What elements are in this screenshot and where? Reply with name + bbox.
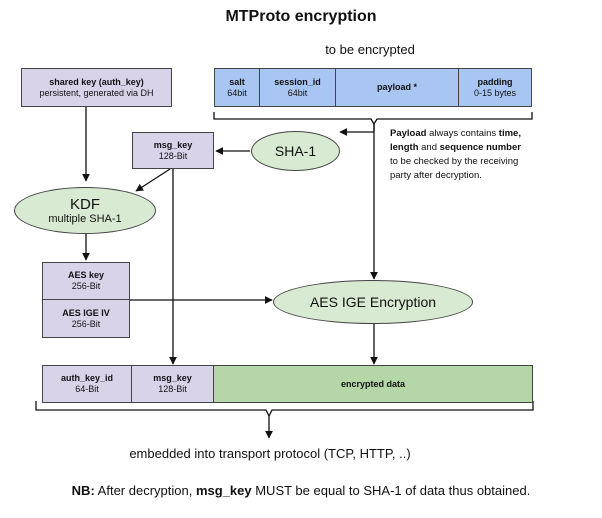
to-be-encrypted-label: to be encrypted xyxy=(325,42,415,57)
shared-key-box: shared key (auth_key) persistent, genera… xyxy=(21,68,172,107)
nb-msg-key: msg_key xyxy=(195,483,252,498)
msg-key-size: 128-Bit xyxy=(158,150,188,161)
aes-iv-box: AES IGE IV 256-Bit xyxy=(42,299,130,338)
nb-footer: NB: After decryption, msg_key MUST be eq… xyxy=(71,483,531,498)
top-brace xyxy=(213,112,533,126)
nb-prefix: NB: xyxy=(71,483,95,498)
aes-encryption-label: AES IGE Encryption xyxy=(309,294,437,310)
aes-key-label: AES key xyxy=(67,270,105,280)
encrypted-data-label: encrypted data xyxy=(340,378,406,389)
payload-label: payload * xyxy=(376,82,417,92)
shared-key-title: shared key (auth_key) xyxy=(49,76,144,87)
session-id-label: session_id xyxy=(274,76,321,87)
salt-size: 64bit xyxy=(227,87,247,98)
payload-segment: payload * xyxy=(335,68,459,107)
bottom-msg-key-segment: msg_key 128-Bit xyxy=(131,365,214,403)
auth-key-id-segment: auth_key_id 64-Bit xyxy=(42,365,132,403)
kdf-ellipse: KDF multiple SHA-1 xyxy=(14,187,156,234)
aes-key-box: AES key 256-Bit xyxy=(42,262,130,300)
aes-iv-label: AES IGE IV xyxy=(62,307,110,318)
bottom-msg-key-size: 128-Bit xyxy=(158,384,187,394)
aes-iv-size: 256-Bit xyxy=(71,318,101,329)
embedded-label: embedded into transport protocol (TCP, H… xyxy=(129,446,411,461)
arrow-msgkey-kdf xyxy=(135,168,171,192)
bottom-brace xyxy=(35,401,534,418)
padding-size: 0-15 bytes xyxy=(473,87,517,98)
bottom-msg-key-label: msg_key xyxy=(153,373,192,383)
auth-key-id-size: 64-Bit xyxy=(75,384,99,394)
shared-key-subtitle: persistent, generated via DH xyxy=(39,87,154,98)
encrypted-data-segment: encrypted data xyxy=(213,365,533,403)
padding-segment: padding 0-15 bytes xyxy=(458,68,532,107)
sha1-ellipse: SHA-1 xyxy=(251,131,340,171)
salt-label: salt xyxy=(229,76,245,87)
salt-segment: salt 64bit xyxy=(214,68,260,107)
payload-note: Payload always contains time, length and… xyxy=(390,128,521,181)
auth-key-id-label: auth_key_id xyxy=(60,373,114,383)
aes-key-size: 256-Bit xyxy=(71,281,101,291)
diagram-title: MTProto encryption xyxy=(225,8,377,25)
msg-key-box: msg_key 128-Bit xyxy=(132,132,214,169)
sha1-label: SHA-1 xyxy=(274,143,317,159)
kdf-subtitle: multiple SHA-1 xyxy=(48,212,122,225)
aes-encryption-ellipse: AES IGE Encryption xyxy=(273,280,473,324)
msg-key-label: msg_key xyxy=(153,139,193,150)
session-id-size: 64bit xyxy=(287,87,308,98)
kdf-title: KDF xyxy=(70,195,100,213)
session-id-segment: session_id 64bit xyxy=(259,68,336,107)
padding-label: padding xyxy=(477,76,513,87)
